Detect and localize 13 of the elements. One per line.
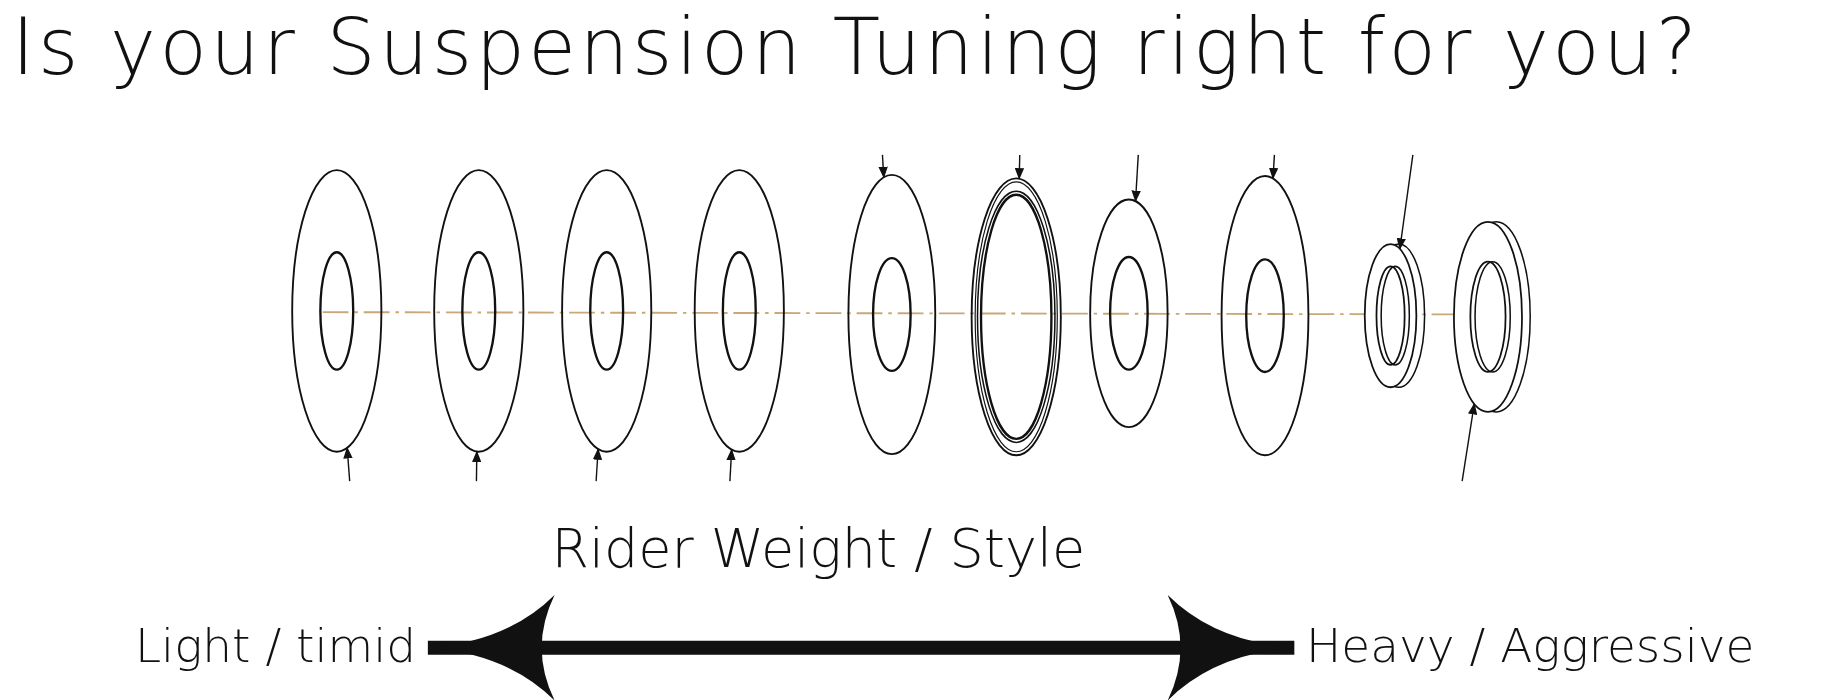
scale-end-label: Heavy / Aggressive (1306, 618, 1755, 673)
title: Is your Suspension Tuning right for you? (11, 2, 1701, 93)
leader-arrow (592, 448, 603, 482)
leader-arrow (1268, 154, 1279, 180)
leader-arrow (1396, 154, 1414, 250)
scale-end-label: Light / timid (134, 618, 417, 673)
leader-arrow (1014, 154, 1025, 180)
leader-arrow (878, 154, 888, 179)
leader-arrow (1131, 154, 1141, 203)
leader-arrow (343, 446, 353, 482)
leader-arrow (726, 448, 736, 482)
axis-label: Rider Weight / Style (551, 516, 1086, 580)
leader-arrow (472, 450, 482, 482)
